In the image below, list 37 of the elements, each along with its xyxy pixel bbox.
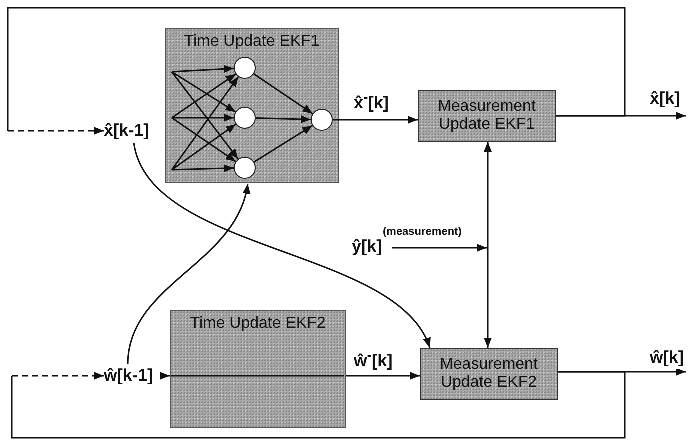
arrow bbox=[484, 142, 492, 348]
process-box: Measurement Update EKF1 bbox=[418, 90, 556, 142]
neuron-node bbox=[234, 156, 256, 178]
arrow bbox=[392, 244, 487, 252]
arrow bbox=[172, 117, 236, 162]
arrow bbox=[172, 74, 236, 119]
arrow bbox=[172, 164, 234, 173]
arrow bbox=[171, 76, 240, 170]
process-box: Measurement Update EKF2 bbox=[420, 348, 558, 400]
arrow bbox=[133, 142, 431, 348]
variable-label: ŷ[k] bbox=[352, 235, 382, 259]
arrow bbox=[127, 184, 250, 364]
arrow bbox=[160, 372, 170, 380]
arrow bbox=[172, 124, 236, 171]
process-box bbox=[165, 28, 339, 183]
process-box bbox=[170, 310, 346, 428]
variable-label: ŵ[k-1] bbox=[104, 364, 154, 388]
variable-label: x̂[k-1] bbox=[104, 119, 150, 143]
arrow bbox=[333, 116, 418, 124]
edge-label: ŵ[k] bbox=[648, 347, 686, 369]
arrow bbox=[172, 71, 236, 113]
superscript-label: (measurement) bbox=[383, 226, 462, 238]
edge-label: x̂[k] bbox=[648, 88, 682, 110]
neuron-node bbox=[234, 56, 256, 78]
feedback-arrow bbox=[7, 7, 626, 135]
arrow bbox=[256, 115, 312, 124]
arrow bbox=[254, 74, 314, 114]
arrow bbox=[171, 72, 239, 160]
box-title: Time Update EKF2 bbox=[189, 315, 327, 333]
feedback-arrow bbox=[11, 371, 626, 439]
arrow bbox=[254, 125, 314, 163]
arrow bbox=[172, 114, 234, 122]
arrow bbox=[172, 65, 234, 74]
neuron-node bbox=[310, 108, 332, 130]
neuron-node bbox=[234, 106, 256, 128]
arrow bbox=[346, 372, 420, 380]
box-title: Time Update EKF1 bbox=[183, 33, 321, 51]
